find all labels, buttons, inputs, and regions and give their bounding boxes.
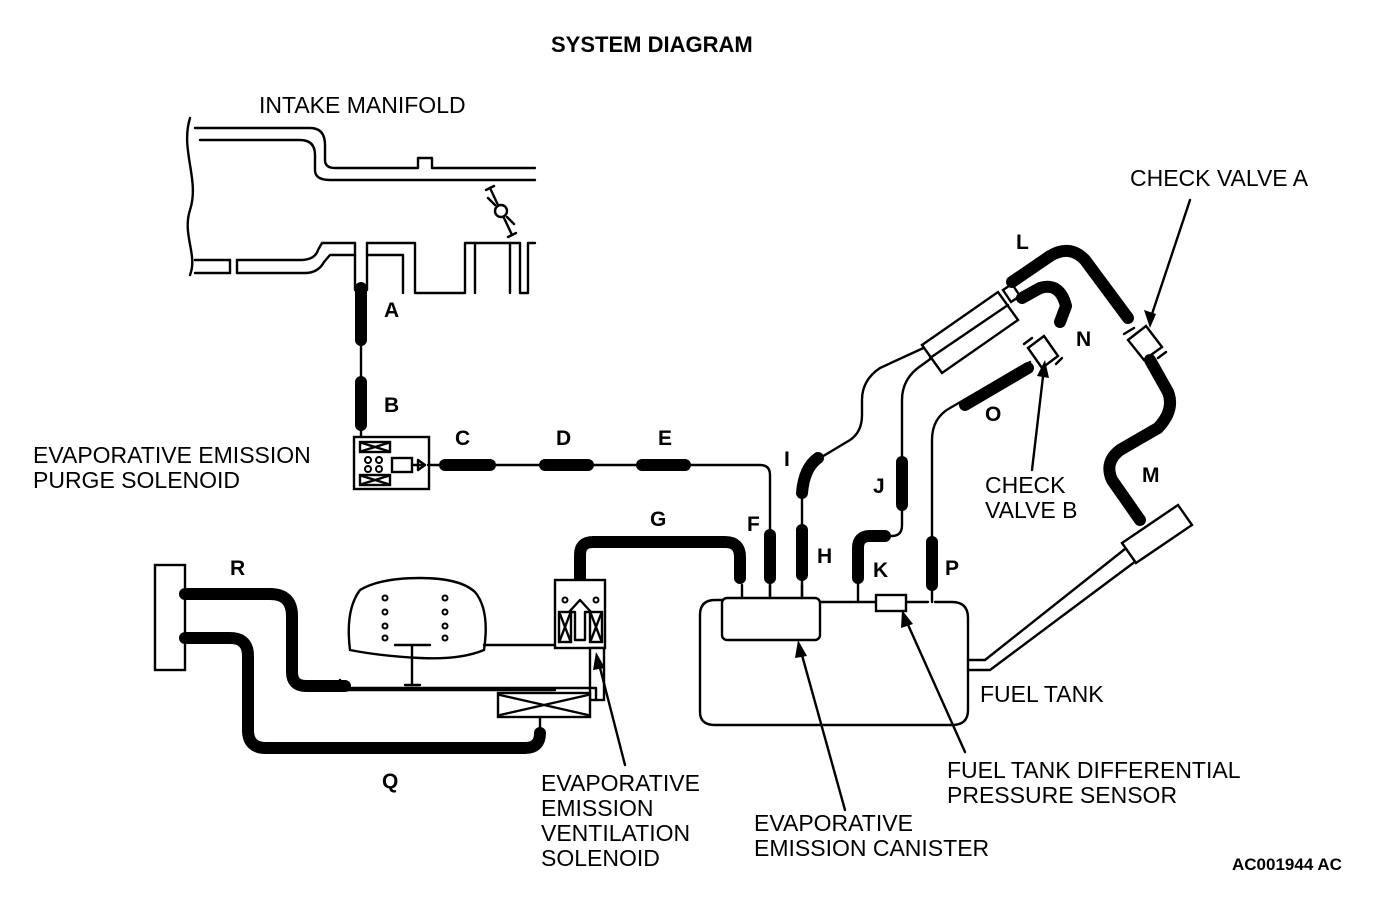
hose-label-f: F — [747, 513, 760, 536]
canister-body — [720, 583, 822, 642]
hose-g — [574, 536, 746, 586]
intake-manifold-label: INTAKE MANIFOLD — [259, 92, 466, 118]
hose-r-q — [179, 588, 546, 754]
hose-label-p: P — [945, 557, 960, 580]
check-valve-b-body — [1022, 334, 1064, 370]
hose-p-o — [926, 360, 1034, 604]
vent-solenoid-body — [553, 578, 607, 702]
hose-m — [1103, 354, 1194, 565]
purge-solenoid-body — [352, 435, 431, 491]
fuel-tank-body — [698, 543, 1142, 727]
purge-solenoid-label-line2: PURGE SOLENOID — [33, 467, 241, 493]
diagram-title: SYSTEM DIAGRAM — [551, 32, 753, 57]
hose-label-n: N — [1076, 328, 1092, 351]
pressure-sensor-label-line2: PRESSURE SENSOR — [947, 782, 1178, 808]
vent-valve-assembly — [920, 282, 1022, 375]
check-valve-a-body — [1122, 324, 1168, 362]
hose-k-j — [852, 350, 942, 604]
hose-label-i: I — [784, 448, 790, 471]
purge-solenoid-label-line1: EVAPORATIVE EMISSION — [33, 442, 311, 468]
vent-solenoid-label-line3: VENTILATION — [541, 820, 691, 846]
pressure-sensor-body — [874, 593, 908, 613]
vent-solenoid-label-line1: EVAPORATIVE — [541, 770, 700, 796]
hose-label-r: R — [230, 557, 246, 580]
leader-arrows — [593, 198, 1192, 812]
vent-solenoid-label-line2: EMISSION — [541, 795, 654, 821]
hose-label-a: A — [384, 299, 400, 322]
canister-purge-line — [426, 459, 776, 600]
hose-label-d: D — [556, 427, 572, 450]
check-valve-a-label: CHECK VALVE A — [1130, 165, 1309, 191]
hose-label-l: L — [1016, 231, 1029, 254]
hose-label-m: M — [1142, 464, 1160, 487]
hose-label-c: C — [455, 427, 471, 450]
hose-label-g: G — [650, 508, 667, 531]
hose-label-q: Q — [382, 770, 399, 793]
hose-l-n — [1006, 244, 1134, 328]
figure-code: AC001944 AC — [1232, 855, 1342, 874]
hose-label-j: J — [873, 475, 885, 498]
filler-and-filter — [153, 563, 598, 732]
hose-label-h: H — [817, 545, 833, 568]
hose-label-e: E — [658, 427, 673, 450]
pressure-sensor-label-line1: FUEL TANK DIFFERENTIAL — [947, 757, 1241, 783]
intake-manifold — [185, 116, 537, 295]
hose-h-i — [796, 343, 932, 600]
hose-label-b: B — [384, 394, 400, 417]
hose-label-k: K — [873, 559, 889, 582]
hose-label-o: O — [985, 403, 1002, 426]
check-valve-b-label-line1: CHECK — [985, 472, 1066, 498]
canister-label-line1: EVAPORATIVE — [754, 810, 913, 836]
check-valve-b-label-line2: VALVE B — [985, 497, 1078, 523]
vent-solenoid-label-line4: SOLENOID — [541, 845, 660, 871]
fuel-tank-label: FUEL TANK — [980, 681, 1104, 707]
canister-label-line2: EMISSION CANISTER — [754, 835, 990, 861]
